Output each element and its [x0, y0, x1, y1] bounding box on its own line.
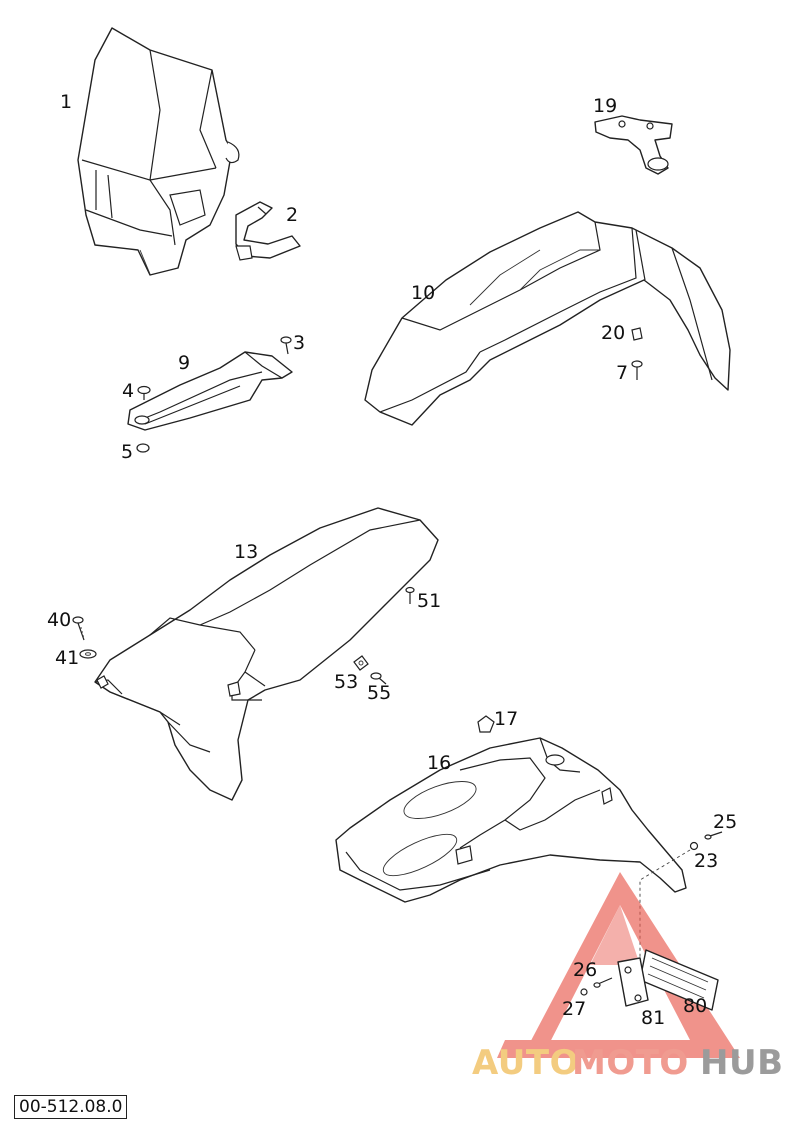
callout-23: 23 [694, 850, 718, 872]
callout-25: 25 [713, 811, 737, 833]
part-41-washer [79, 649, 97, 659]
callout-19: 19 [593, 95, 617, 117]
watermark-triangle-inner [590, 905, 640, 965]
part-10-front-fender [364, 211, 731, 426]
callout-5: 5 [121, 441, 133, 463]
part-51-screw [405, 586, 415, 604]
callout-labels: 1 2 3 4 5 7 9 10 13 16 17 19 20 23 25 26… [47, 91, 737, 1029]
part-40-bolt [72, 616, 85, 641]
callout-2: 2 [286, 204, 298, 226]
part-25-screw [704, 831, 723, 840]
callout-20: 20 [601, 322, 625, 344]
part-4-rivet [137, 385, 151, 400]
part-1-headlight-mask [77, 27, 240, 276]
assembly-guide-line [639, 849, 691, 960]
reference-code: 00-512.08.0 [14, 1095, 128, 1119]
part-27-nut [580, 988, 588, 996]
callout-13: 13 [234, 541, 258, 563]
callout-80: 80 [683, 995, 707, 1017]
watermark-triangle [497, 872, 740, 1058]
callout-27: 27 [562, 998, 586, 1020]
part-9-cover-strip [127, 351, 293, 431]
watermark-text-hub: HUB [700, 1043, 783, 1083]
callout-17: 17 [494, 708, 518, 730]
part-3-screw [280, 336, 292, 355]
part-19-bracket [594, 115, 673, 175]
part-55-screw [370, 672, 387, 685]
part-5-washer [136, 443, 150, 453]
callout-3: 3 [293, 332, 305, 354]
callout-55: 55 [367, 682, 391, 704]
callout-26: 26 [573, 959, 597, 981]
part-7-screw [631, 360, 643, 380]
part-17-nut [477, 715, 495, 733]
part-2-clamp [235, 201, 301, 261]
watermark-logo: AUTO MOTO HUB [472, 872, 783, 1083]
part-20-nut [631, 327, 643, 341]
part-13-rear-fender [94, 507, 439, 801]
callout-40: 40 [47, 609, 71, 631]
part-26-screw [593, 977, 613, 988]
callout-7: 7 [616, 362, 628, 384]
part-81-bracket [617, 957, 649, 1007]
callout-41: 41 [55, 647, 79, 669]
callout-9: 9 [178, 352, 190, 374]
callout-1: 1 [60, 91, 72, 113]
part-53-nut [353, 655, 369, 671]
callout-4: 4 [122, 380, 134, 402]
callout-81: 81 [641, 1007, 665, 1029]
callout-53: 53 [334, 671, 358, 693]
watermark-text-auto: AUTO [472, 1043, 579, 1083]
part-23-nut [689, 841, 699, 851]
callout-10: 10 [411, 282, 435, 304]
watermark-text-moto: MOTO [572, 1043, 689, 1083]
part-16-front-fender [335, 737, 687, 903]
callout-51: 51 [417, 590, 441, 612]
callout-16: 16 [427, 752, 451, 774]
